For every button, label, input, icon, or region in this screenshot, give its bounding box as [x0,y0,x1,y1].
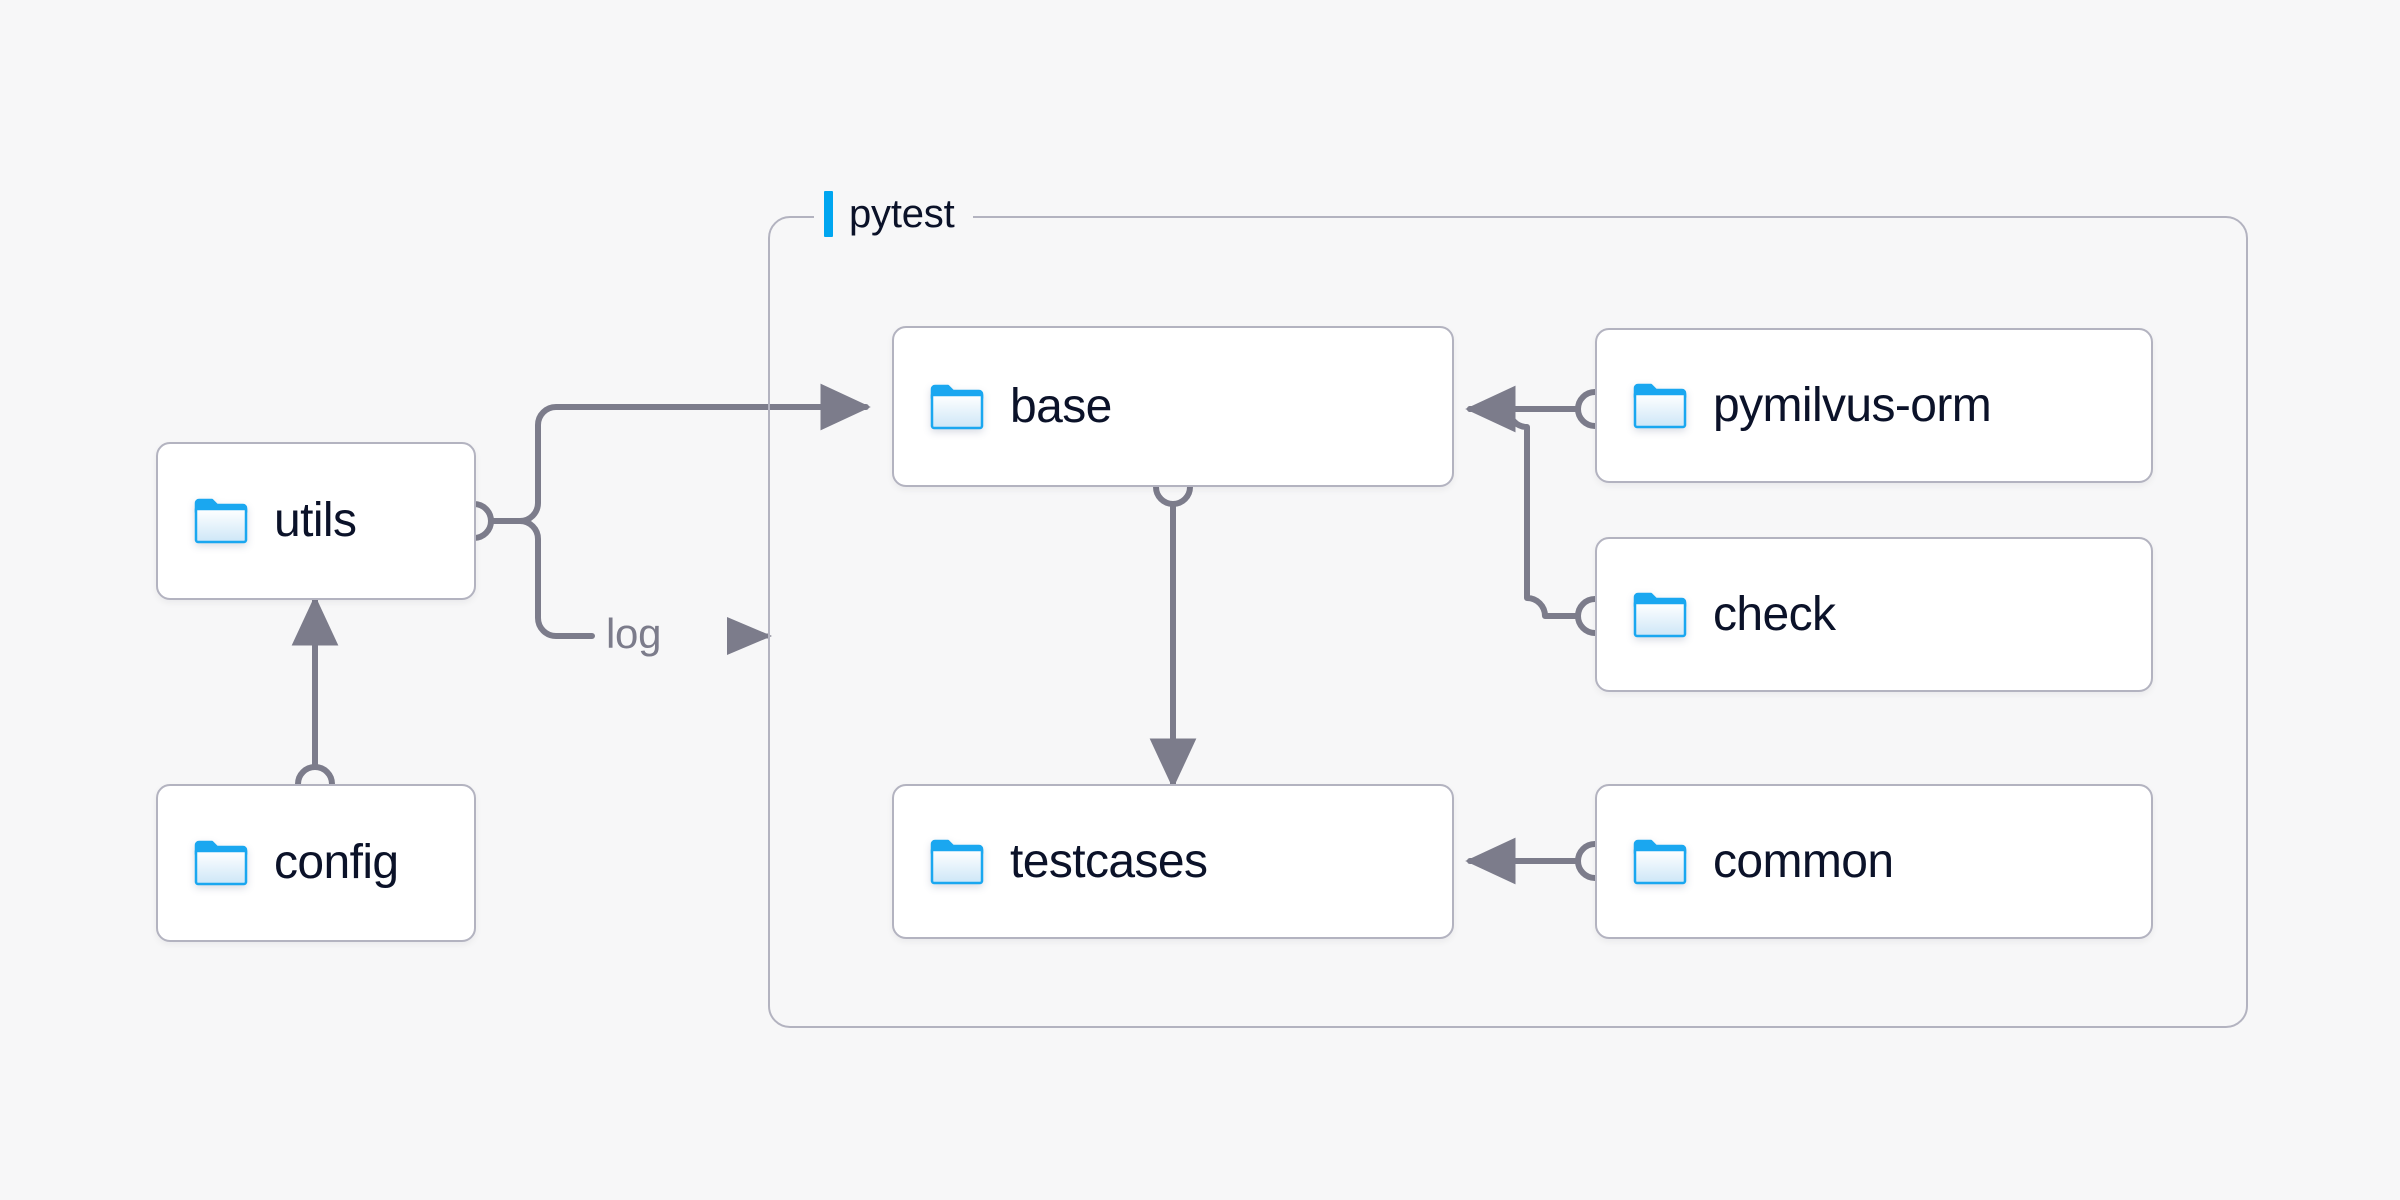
folder-icon [930,384,984,429]
node-base[interactable]: base [892,326,1454,487]
node-check[interactable]: check [1595,537,2153,692]
node-pymilvus-orm[interactable]: pymilvus-orm [1595,328,2153,483]
folder-icon [930,839,984,884]
node-pymilvus-orm-label: pymilvus-orm [1713,378,1992,432]
node-base-label: base [1010,379,1112,433]
node-config[interactable]: config [156,784,476,942]
group-accent-bar [824,191,833,237]
edge-utils-to-log [484,518,595,639]
node-utils[interactable]: utils [156,442,476,600]
folder-icon [1633,383,1687,428]
node-config-label: config [274,836,399,889]
folder-icon [1633,839,1687,884]
node-common[interactable]: common [1595,784,2153,939]
folder-icon [194,840,248,886]
node-testcases[interactable]: testcases [892,784,1454,939]
group-pytest [768,216,2248,1028]
group-pytest-title: pytest [849,191,955,236]
node-testcases-label: testcases [1010,834,1208,888]
folder-icon [194,498,248,544]
node-common-label: common [1713,834,1894,888]
node-utils-label: utils [274,494,357,547]
folder-icon [1633,592,1687,637]
edge-label-log: log [606,610,662,657]
group-pytest-label: pytest [814,187,973,241]
node-check-label: check [1713,587,1836,641]
